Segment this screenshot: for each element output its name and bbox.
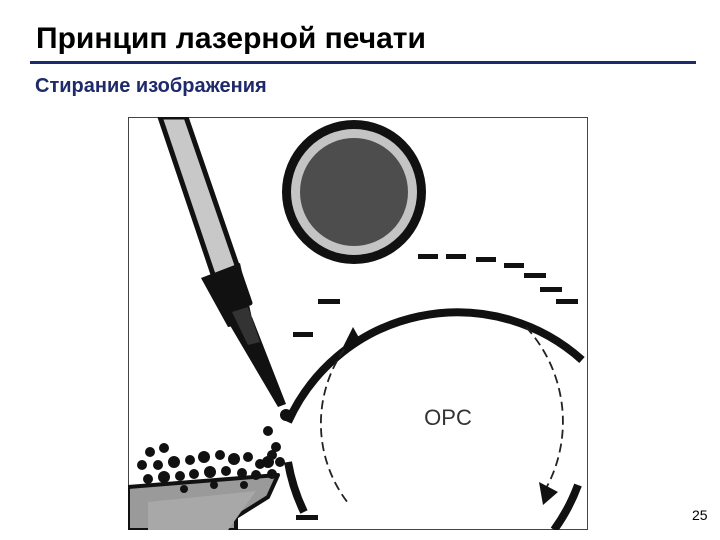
opc-drum <box>284 308 585 530</box>
page-number: 25 <box>692 507 708 523</box>
opc-label: OPC <box>424 405 472 430</box>
charge-marks <box>293 254 578 520</box>
waste-bin-inner <box>148 491 256 530</box>
title-divider <box>30 61 696 64</box>
slide-title: Принцип лазерной печати <box>36 22 426 55</box>
charge-roller <box>282 120 426 264</box>
rotation-arrowhead-right <box>539 482 558 505</box>
rotation-arrows <box>319 326 564 504</box>
slide-subtitle: Стирание изображения <box>35 75 267 97</box>
cleaning-blade <box>157 117 286 407</box>
rotation-arrowhead-left <box>342 327 362 349</box>
toner-particles <box>137 409 292 493</box>
erasure-diagram: OPC <box>128 117 588 530</box>
